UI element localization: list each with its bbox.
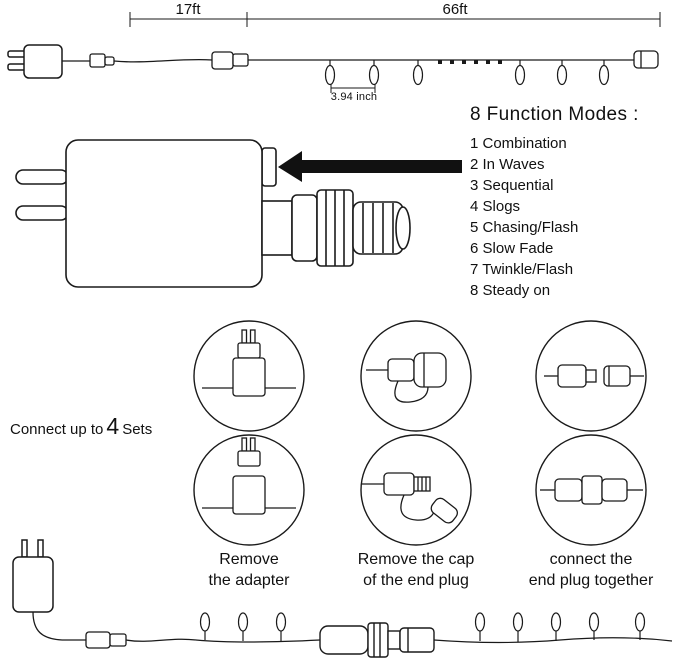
step-adapter-attached (202, 329, 296, 397)
function-mode-item: 3 Sequential (470, 177, 554, 194)
lead-length-label: 17ft (175, 1, 201, 18)
caption-line: connect the (549, 551, 633, 568)
bulb-icons (324, 60, 610, 86)
connect-text-after: Sets (122, 421, 153, 438)
function-mode-item: 8 Steady on (470, 282, 551, 299)
bulb-icons (195, 612, 321, 643)
step-circles (193, 320, 647, 546)
function-modes-list: 1 Combination 2 In Waves 3 Sequential 4 … (470, 133, 578, 301)
function-mode-item: 1 Combination (470, 135, 567, 152)
adapter-body (15, 139, 411, 288)
connection-steps-illustration (193, 320, 647, 546)
step-caption-remove-adapter: Remove the adapter (179, 549, 319, 591)
bulb-icons (433, 612, 673, 644)
caption-line: end plug together (528, 572, 654, 589)
inline-connector-icon (211, 51, 249, 70)
function-mode-item: 6 Slow Fade (470, 240, 554, 257)
adapter-cord (62, 53, 213, 68)
string-length-label: 66ft (442, 1, 468, 18)
wall-plug-icon (12, 539, 54, 613)
step-cap-removed (362, 472, 459, 524)
caption-line: the adapter (208, 572, 290, 589)
mode-button (261, 147, 277, 187)
step-plugs-apart (544, 364, 644, 388)
central-connectors-icon (319, 622, 435, 658)
bulb-spacing-label: 3.94 inch (330, 91, 378, 103)
function-mode-item: 4 Slogs (470, 198, 521, 215)
adapter-cord (32, 611, 197, 649)
connect-text-before: Connect up to (10, 421, 104, 438)
caption-line: Remove the cap (357, 551, 475, 568)
dimension-lines (129, 12, 661, 93)
step-end-plug-capped (366, 352, 447, 403)
end-plug-icon (633, 50, 659, 69)
function-mode-item: 7 Twinkle/Flash (470, 261, 574, 278)
connect-sets-label: Connect up to 4 Sets (10, 413, 152, 440)
arrow-left-icon (278, 151, 462, 182)
function-mode-item: 2 In Waves (470, 156, 545, 173)
caption-line: of the end plug (363, 572, 469, 589)
continuation-dots (438, 60, 502, 64)
step-plugs-joined (540, 475, 643, 505)
function-modes-title: 8 Function Modes : (470, 104, 639, 125)
function-mode-item: 5 Chasing/Flash (470, 219, 579, 236)
caption-line: Remove (219, 551, 279, 568)
step-caption-connect-plugs: connect the end plug together (506, 549, 676, 591)
bottom-string-lights-illustration (12, 539, 673, 658)
step-adapter-removed (202, 437, 296, 515)
sets-count: 4 (106, 413, 120, 439)
top-string-lights-illustration (7, 12, 661, 93)
power-adapter-illustration (15, 139, 462, 288)
wall-plug-icon (7, 44, 63, 79)
step-caption-remove-cap: Remove the cap of the end plug (336, 549, 496, 591)
